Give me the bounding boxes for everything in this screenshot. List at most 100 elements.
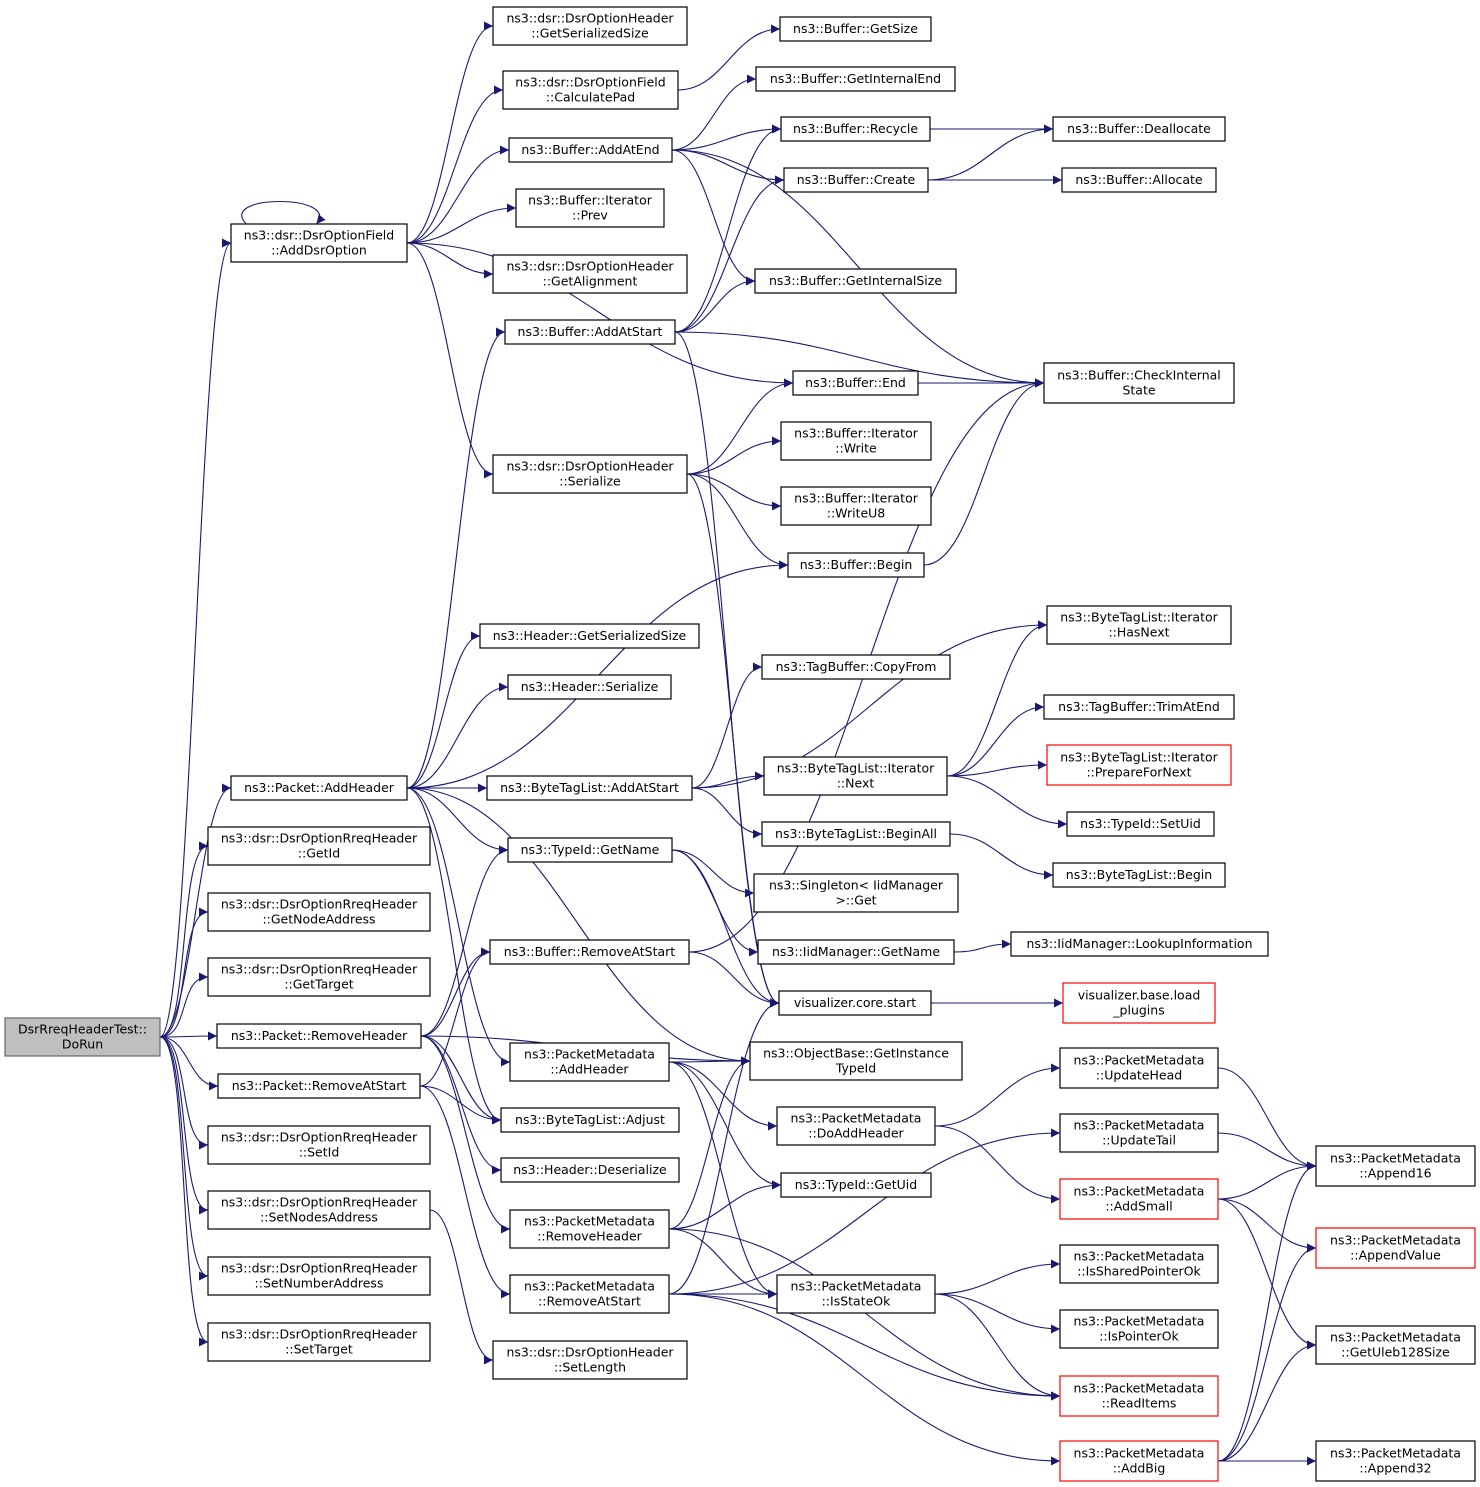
node-box [207,957,431,997]
node-ns3-bytetaglist-iterator-next[interactable]: ns3::ByteTagList::Iterator::Next [763,756,948,796]
node-ns3-bytetaglist-iterator-hasnext[interactable]: ns3::ByteTagList::Iterator::HasNext [1046,605,1232,645]
edge-n6-n27 [420,1035,511,1234]
node-ns3-bytetaglist-beginall[interactable]: ns3::ByteTagList::BeginAll [761,821,951,847]
node-box [780,116,931,142]
node-box [1062,982,1216,1024]
node-ns3-typeid-getuid[interactable]: ns3::TypeId::GetUid [780,1172,932,1198]
node-ns3-dsr-dsroptionrreqheader-setnodesaddress[interactable]: ns3::dsr::DsrOptionRreqHeader::SetNodesA… [207,1190,431,1230]
node-ns3-dsr-dsroptionrreqheader-getid[interactable]: ns3::dsr::DsrOptionRreqHeader::GetId [207,826,431,866]
node-ns3-tagbuffer-copyfrom[interactable]: ns3::TagBuffer::CopyFrom [761,654,951,680]
node-dsrrreqheadertest-dorun[interactable]: DsrRreqHeaderTest::DoRun [4,1017,161,1057]
node-ns3-header-serialize[interactable]: ns3::Header::Serialize [507,674,672,700]
node-ns3-packetmetadata-issharedpointerok[interactable]: ns3::PacketMetadata::IsSharedPointerOk [1059,1244,1219,1284]
edge-n28-n64 [668,1293,1061,1401]
node-ns3-buffer-end[interactable]: ns3::Buffer::End [792,370,919,396]
node-ns3-buffer-iterator-writeu8[interactable]: ns3::Buffer::Iterator::WriteU8 [780,486,932,526]
node-ns3-packetmetadata-addbig[interactable]: ns3::PacketMetadata::AddBig [1059,1440,1219,1482]
node-label: ::IsStateOk [822,1294,892,1309]
node-box [779,16,932,42]
node-ns3-bytetaglist-addatstart[interactable]: ns3::ByteTagList::AddAtStart [486,775,693,801]
node-box [1046,605,1232,645]
node-box [1052,862,1226,888]
node-label: ns3::Buffer::Allocate [1075,172,1203,187]
node-ns3-dsr-dsroptionrreqheader-settarget[interactable]: ns3::dsr::DsrOptionRreqHeader::SetTarget [207,1322,431,1362]
node-ns3-buffer-getinternalend[interactable]: ns3::Buffer::GetInternalEnd [755,66,956,92]
node-box [755,66,956,92]
node-box [207,1190,431,1230]
node-ns3-buffer-create[interactable]: ns3::Buffer::Create [783,167,929,193]
node-ns3-dsr-dsroptionfield-calculatepad[interactable]: ns3::dsr::DsrOptionField::CalculatePad [502,70,679,110]
node-visualizer-base-load-plugins[interactable]: visualizer.base.load_plugins [1062,982,1216,1024]
node-ns3-buffer-getsize[interactable]: ns3::Buffer::GetSize [779,16,932,42]
node-ns3-dsr-dsroptionheader-setlength[interactable]: ns3::dsr::DsrOptionHeader::SetLength [492,1340,688,1380]
node-ns3-packetmetadata-append32[interactable]: ns3::PacketMetadata::Append32 [1315,1440,1476,1482]
node-ns3-typeid-getname[interactable]: ns3::TypeId::GetName [507,837,673,863]
node-ns3-bytetaglist-adjust[interactable]: ns3::ByteTagList::Adjust [500,1107,680,1133]
edge-n14-n34 [671,149,756,286]
node-ns3-dsr-dsroptionheader-serialize[interactable]: ns3::dsr::DsrOptionHeader::Serialize [492,454,688,494]
node-ns3-packetmetadata-addsmall[interactable]: ns3::PacketMetadata::AddSmall [1059,1178,1219,1220]
edge-n65-n68 [1217,1340,1317,1462]
edge-n24-n46 [668,1061,778,1131]
node-ns3-dsr-dsroptionrreqheader-getnodeaddress[interactable]: ns3::dsr::DsrOptionRreqHeader::GetNodeAd… [207,892,431,932]
node-ns3-buffer-getinternalsize[interactable]: ns3::Buffer::GetInternalSize [754,268,957,294]
node-ns3-packetmetadata-addheader[interactable]: ns3::PacketMetadata::AddHeader [509,1042,670,1082]
node-ns3-packetmetadata-removeatstart[interactable]: ns3::PacketMetadata::RemoveAtStart [509,1274,670,1314]
edge-n43-n57 [953,939,1012,953]
node-label: ns3::dsr::DsrOptionHeader [506,1345,674,1360]
node-ns3-header-getserializedsize[interactable]: ns3::Header::GetSerializedSize [479,623,700,649]
node-ns3-packet-addheader[interactable]: ns3::Packet::AddHeader [230,775,408,801]
node-ns3-packetmetadata-getuleb128size[interactable]: ns3::PacketMetadata::GetUleb128Size [1315,1325,1476,1365]
node-ns3-buffer-recycle[interactable]: ns3::Buffer::Recycle [780,116,931,142]
node-ns3-packetmetadata-doaddheader[interactable]: ns3::PacketMetadata::DoAddHeader [776,1106,936,1146]
node-ns3-iidmanager-getname[interactable]: ns3::IidManager::GetName [757,939,955,965]
node-ns3-buffer-addatend[interactable]: ns3::Buffer::AddAtEnd [508,137,673,163]
node-label: ns3::dsr::DsrOptionField [515,75,665,90]
node-ns3-header-deserialize[interactable]: ns3::Header::Deserialize [500,1157,680,1183]
node-ns3-dsr-dsroptionheader-getalignment[interactable]: ns3::dsr::DsrOptionHeader::GetAlignment [492,254,688,294]
edge-n0-n7 [159,1036,219,1091]
node-box [763,756,948,796]
edge-n22-n42 [671,849,755,898]
node-ns3-bytetaglist-iterator-preparefornext[interactable]: ns3::ByteTagList::Iterator::PrepareForNe… [1046,744,1232,786]
node-ns3-dsr-dsroptionfield-adddsroption[interactable]: ns3::dsr::DsrOptionField::AddDsrOption [230,223,408,263]
node-ns3-buffer-allocate[interactable]: ns3::Buffer::Allocate [1061,167,1217,193]
node-box [207,1322,431,1362]
node-ns3-dsr-dsroptionrreqheader-setnumberaddress[interactable]: ns3::dsr::DsrOptionRreqHeader::SetNumber… [207,1256,431,1296]
node-ns3-buffer-removeatstart[interactable]: ns3::Buffer::RemoveAtStart [489,939,690,965]
node-ns3-packet-removeheader[interactable]: ns3::Packet::RemoveHeader [216,1023,422,1049]
node-ns3-buffer-iterator-write[interactable]: ns3::Buffer::Iterator::Write [780,421,932,461]
node-box [4,1017,161,1057]
node-ns3-packetmetadata-removeheader[interactable]: ns3::PacketMetadata::RemoveHeader [509,1209,670,1249]
node-ns3-bytetaglist-begin[interactable]: ns3::ByteTagList::Begin [1052,862,1226,888]
node-ns3-buffer-iterator-prev[interactable]: ns3::Buffer::Iterator::Prev [515,188,665,228]
node-ns3-typeid-setuid[interactable]: ns3::TypeId::SetUid [1066,811,1215,837]
node-label: ns3::dsr::DsrOptionField [244,228,394,243]
node-ns3-packetmetadata-ispointerok[interactable]: ns3::PacketMetadata::IsPointerOk [1059,1309,1219,1349]
node-ns3-dsr-dsroptionrreqheader-setid[interactable]: ns3::dsr::DsrOptionRreqHeader::SetId [207,1125,431,1165]
node-ns3-packetmetadata-updatehead[interactable]: ns3::PacketMetadata::UpdateHead [1059,1047,1219,1089]
node-visualizer-core-start[interactable]: visualizer.core.start [778,990,932,1016]
node-ns3-packetmetadata-updatetail[interactable]: ns3::PacketMetadata::UpdateTail [1059,1113,1219,1153]
edge-n48-n62 [934,1259,1061,1295]
node-label: ns3::PacketMetadata [1074,1381,1205,1396]
node-ns3-buffer-begin[interactable]: ns3::Buffer::Begin [787,552,925,578]
edge-n0-n1 [159,238,232,1038]
node-box [489,939,690,965]
node-ns3-tagbuffer-trimatend[interactable]: ns3::TagBuffer::TrimAtEnd [1043,694,1235,720]
node-ns3-packetmetadata-append16[interactable]: ns3::PacketMetadata::Append16 [1315,1145,1476,1187]
node-ns3-packetmetadata-isstateok[interactable]: ns3::PacketMetadata::IsStateOk [776,1274,936,1314]
node-ns3-buffer-deallocate[interactable]: ns3::Buffer::Deallocate [1052,116,1226,142]
node-ns3-packet-removeatstart[interactable]: ns3::Packet::RemoveAtStart [217,1073,421,1099]
node-ns3-buffer-addatstart[interactable]: ns3::Buffer::AddAtStart [504,319,676,345]
node-ns3-packetmetadata-appendvalue[interactable]: ns3::PacketMetadata::AppendValue [1315,1227,1476,1269]
edge-n24-n45 [668,1056,751,1066]
node-ns3-iidmanager-lookupinformation[interactable]: ns3::IidManager::LookupInformation [1010,931,1269,957]
node-ns3-packetmetadata-readitems[interactable]: ns3::PacketMetadata::ReadItems [1059,1375,1219,1417]
edge-n40-n53 [946,702,1045,777]
node-ns3-dsr-dsroptionrreqheader-gettarget[interactable]: ns3::dsr::DsrOptionRreqHeader::GetTarget [207,957,431,997]
node-ns3-singleton-iidmanager-get[interactable]: ns3::Singleton< IidManager>::Get [753,873,959,913]
node-ns3-dsr-dsroptionheader-getserializedsize[interactable]: ns3::dsr::DsrOptionHeader::GetSerialized… [492,6,688,46]
